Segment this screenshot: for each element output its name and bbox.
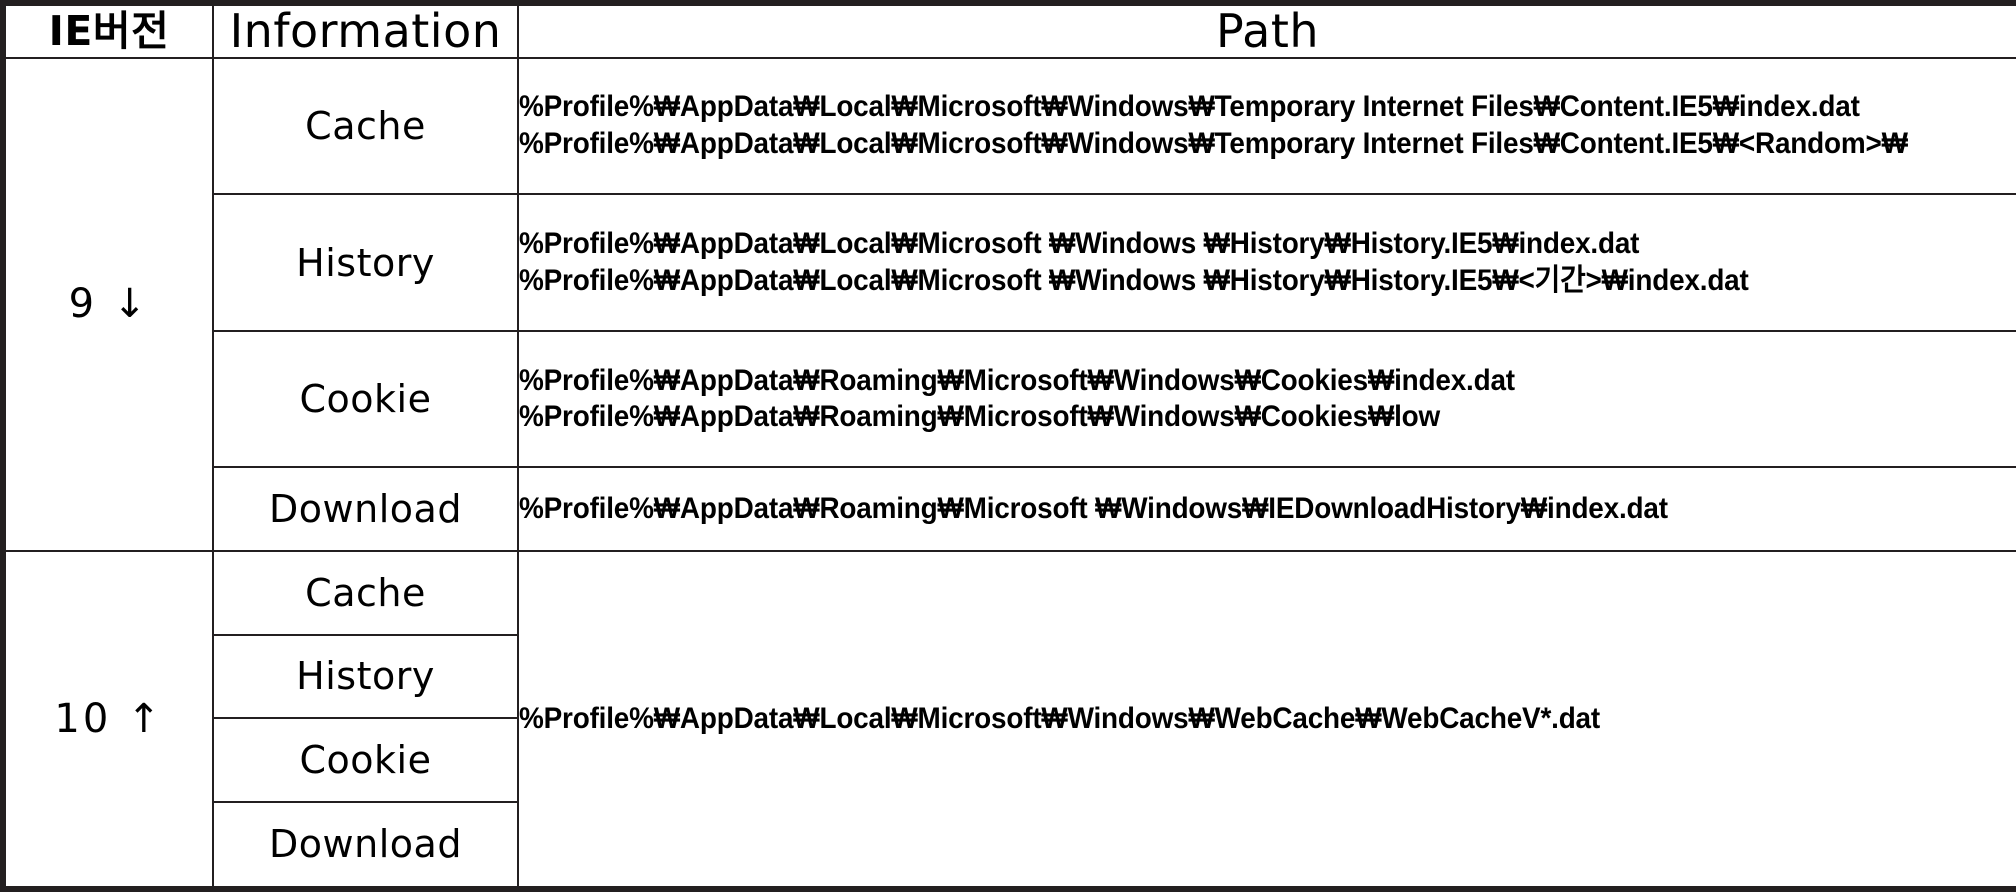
information-cell-history-ie10: History [212, 633, 519, 720]
information-cell-cache: Cache [212, 56, 519, 196]
information-cell-cookie: Cookie [212, 329, 519, 469]
version-cell-ie10: 10 ↑ [2, 550, 214, 890]
column-header-path: Path [517, 2, 2016, 59]
table-row: Download %Profile%₩AppData₩Roaming₩Micro… [3, 466, 2016, 552]
information-cell-cookie-ie10: Cookie [212, 717, 519, 803]
version-label: 10 ↑ [54, 696, 164, 742]
path-line: %Profile%₩AppData₩Local₩Microsoft ₩Windo… [519, 226, 1640, 260]
information-cell-download-ie10: Download [212, 800, 519, 891]
column-header-information: Information [212, 2, 519, 59]
path-line: %Profile%₩AppData₩Roaming₩Microsoft₩Wind… [519, 400, 1441, 434]
table-header: IE버전 Information Path [2, 2, 2016, 59]
path-cell-webcache-merged: %Profile%₩AppData₩Local₩Microsoft₩Window… [517, 550, 2016, 890]
information-cell-download: Download [212, 466, 519, 552]
path-cell-history: %Profile%₩AppData₩Local₩Microsoft ₩Windo… [517, 193, 2016, 332]
path-line: %Profile%₩AppData₩Local₩Microsoft₩Window… [519, 702, 1600, 735]
table-row: 9 ↓ Cache %Profile%₩AppData₩Local₩Micros… [2, 56, 2016, 553]
path-line: %Profile%₩AppData₩Roaming₩Microsoft ₩Win… [519, 492, 1668, 526]
table-row: 10 ↑ Cache %Profile%₩AppData₩Local₩Micro… [2, 550, 2016, 890]
table-body: 9 ↓ Cache %Profile%₩AppData₩Local₩Micros… [2, 56, 2016, 891]
path-cell-cache: %Profile%₩AppData₩Local₩Microsoft₩Window… [517, 56, 2016, 196]
information-cell-cache-ie10: Cache [212, 550, 519, 636]
path-line: %Profile%₩AppData₩Local₩Microsoft₩Window… [519, 90, 1860, 124]
version-label: 9 ↓ [68, 281, 150, 328]
version-cell-ie9: 9 ↓ [2, 56, 214, 553]
table-row: Cookie [3, 717, 2016, 803]
path-line: %Profile%₩AppData₩Roaming₩Microsoft₩Wind… [519, 363, 1515, 397]
path-cell-download: %Profile%₩AppData₩Roaming₩Microsoft ₩Win… [517, 466, 2016, 552]
path-cell-cookie: %Profile%₩AppData₩Roaming₩Microsoft₩Wind… [517, 329, 2016, 469]
table-row: Cookie %Profile%₩AppData₩Roaming₩Microso… [3, 329, 2016, 469]
path-line: %Profile%₩AppData₩Local₩Microsoft₩Window… [519, 126, 1908, 160]
table-row: History %Profile%₩AppData₩Local₩Microsof… [3, 193, 2016, 332]
table-row: Download [3, 800, 2016, 891]
column-header-version: IE버전 [2, 2, 214, 59]
table-row: History [3, 633, 2016, 720]
path-line: %Profile%₩AppData₩Local₩Microsoft ₩Windo… [519, 263, 1749, 297]
information-cell-history: History [212, 193, 519, 332]
table-header-row: IE버전 Information Path [2, 2, 2016, 59]
